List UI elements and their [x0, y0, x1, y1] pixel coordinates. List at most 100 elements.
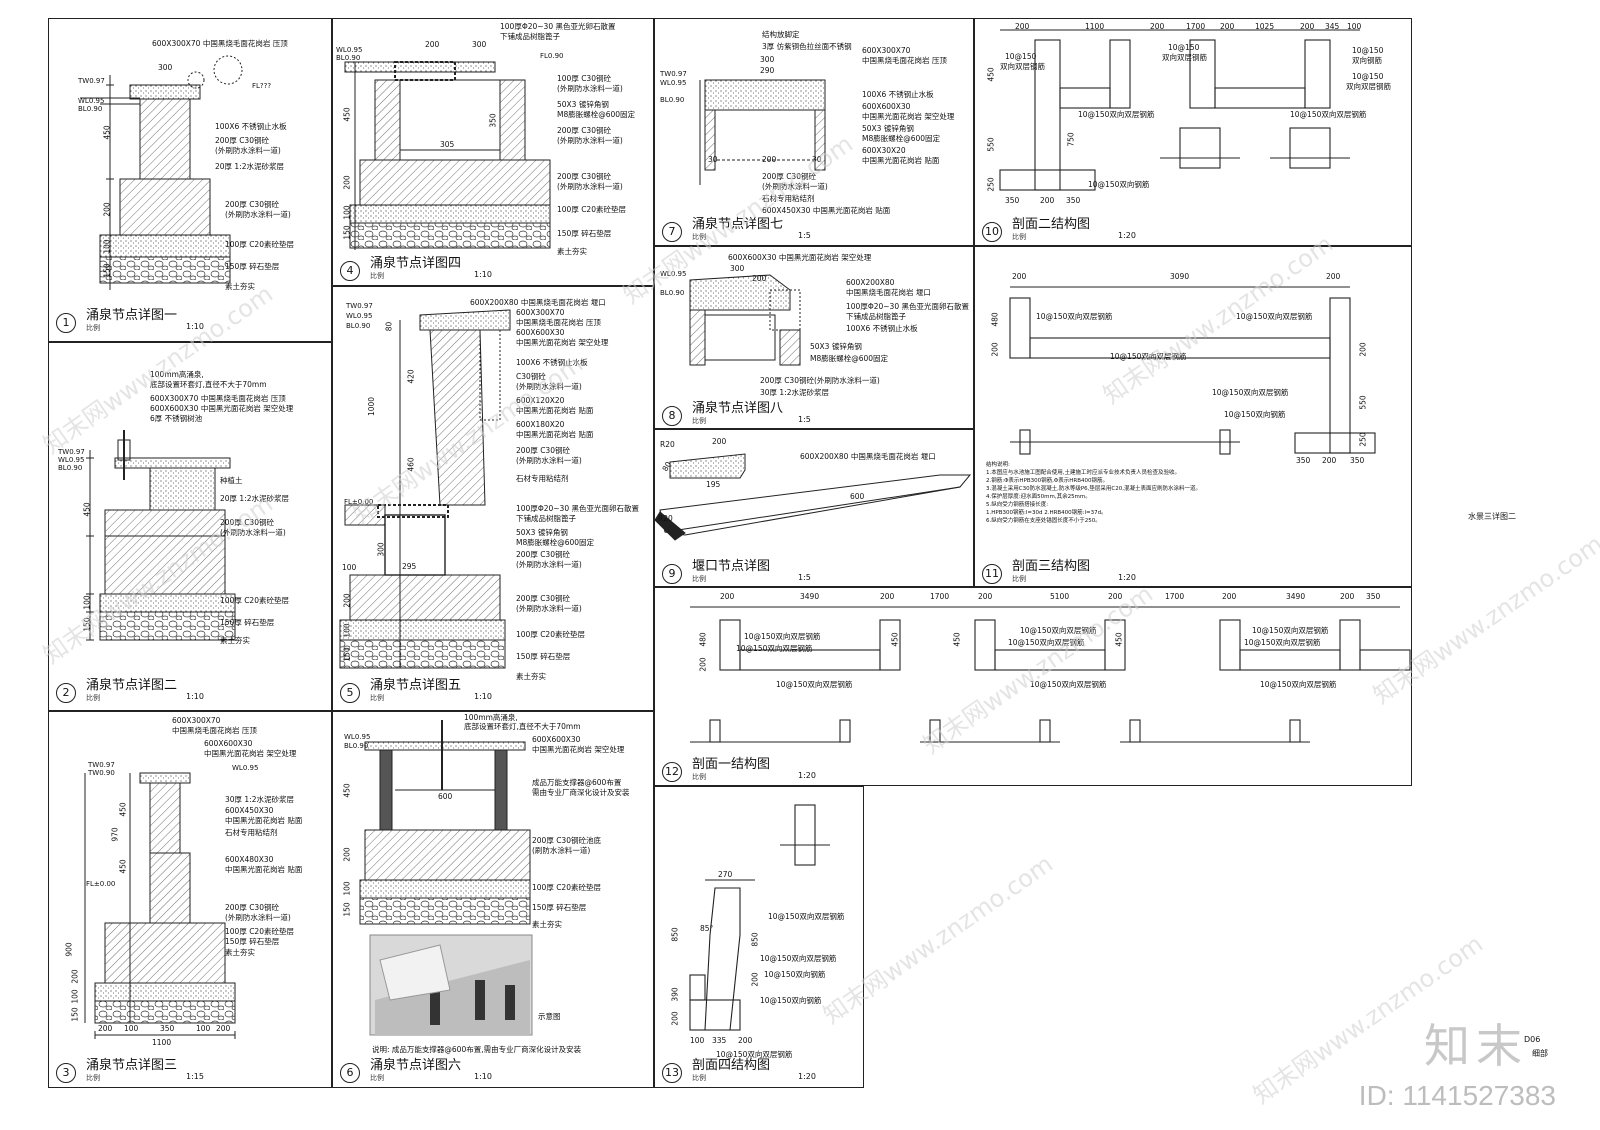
panel-1 [48, 18, 332, 342]
dimension: 550 [1358, 395, 1368, 410]
panel-7 [654, 18, 974, 246]
dimension: 450 [342, 107, 352, 122]
dimension: 290 [760, 66, 775, 75]
note: 600X300X70 [172, 716, 221, 725]
note: 600X600X30 [204, 739, 253, 748]
dimension: 100 [102, 239, 112, 254]
scale-value: 1:10 [474, 692, 492, 701]
note: 20厚 1:2水泥砂浆层 [215, 162, 284, 171]
dimension: 150 [342, 647, 352, 662]
dimension: 300 [376, 542, 386, 557]
level-tag: TW0.97 [346, 302, 373, 310]
dimension: 100 [342, 881, 352, 896]
level-tag: WL0.95 [336, 46, 363, 54]
note: 50X3 镀锌角钢 [810, 342, 862, 351]
dimension: 200 [98, 1024, 113, 1033]
dimension: 200 [1012, 272, 1027, 281]
dimension: 420 [406, 369, 416, 384]
scale-label: 比例 [86, 694, 100, 702]
dimension: 450 [342, 783, 352, 798]
level-tag: WL0.95 [660, 79, 687, 87]
dimension: 200 [1300, 22, 1315, 31]
note: M8膨胀螺栓@600固定 [862, 134, 941, 143]
dimension: 100 [1347, 22, 1362, 31]
note: 10@150双向双层钢筋 [1290, 110, 1367, 119]
level-tag: WL0.95 [344, 733, 371, 741]
structure-note: 结构说明: [986, 462, 1010, 468]
note: 10@150双向双层钢筋 [1244, 638, 1321, 647]
note: 600X30X20 [862, 146, 906, 155]
dimension: 100 [70, 989, 80, 1004]
note: 双向双层钢筋 [1000, 62, 1045, 71]
scale-value: 1:15 [186, 1072, 204, 1081]
dimension: 450 [986, 67, 996, 82]
dimension: 480 [698, 632, 708, 647]
note: 10@150双向双层钢筋 [1212, 388, 1289, 397]
dimension: 200 [750, 972, 760, 987]
scale-label: 比例 [1012, 233, 1026, 241]
sheet-code: D06 [1524, 1035, 1541, 1044]
note: 100厚 C20素砼垫层 [220, 596, 289, 605]
dimension: 200 [698, 657, 708, 672]
panel-number: 11 [982, 564, 1002, 584]
dimension: 30 [812, 155, 822, 164]
level-tag: FL??? [252, 82, 272, 90]
panel-title: 涌泉节点详图八 [692, 400, 784, 415]
panel-5 [332, 286, 654, 711]
note: 600X600X30 [862, 102, 911, 111]
dimension: 195 [706, 480, 721, 489]
panel-11 [974, 246, 1412, 587]
scale-label: 比例 [692, 233, 706, 241]
dimension: 335 [712, 1036, 727, 1045]
note: 下铺成品树脂篦子 [516, 514, 576, 523]
sheet-right-label: 水景三详图二 [1468, 512, 1516, 521]
structure-note: 2.钢筋:Φ表示HPB300钢筋,Φ表示HRB400钢筋。 [986, 478, 1108, 484]
dimension: 850 [750, 932, 760, 947]
dimension: 350 [1066, 196, 1081, 205]
note: M8膨胀螺栓@600固定 [810, 354, 889, 363]
dimension: 1700 [1186, 22, 1206, 31]
note: 200厚 C30钢砼(外刷防水涂料一道) [760, 376, 880, 385]
level-tag: TW0.97 [58, 448, 85, 456]
note: (刷防水涂料一道) [532, 846, 591, 855]
note: 10@150双向双层钢筋 [1030, 680, 1107, 689]
note: 100厚 C20素砼垫层 [557, 205, 626, 214]
dimension: 200 [1222, 592, 1237, 601]
id-label: ID: 1141527383 [1358, 1080, 1556, 1111]
dimension: 200 [1040, 196, 1055, 205]
note: 素土夯实 [225, 282, 255, 291]
note: 100X6 不锈钢止水板 [846, 324, 918, 333]
note: (外刷防水涂料一道) [557, 182, 623, 191]
dimension: 350 [1350, 456, 1365, 465]
dimension: 150 [102, 263, 112, 278]
dimension: 200 [738, 1036, 753, 1045]
note: 10@150 [1352, 72, 1384, 81]
note: 中国黑烧毛面花岗岩 压顶 [516, 318, 601, 327]
panel-number: 5 [340, 683, 360, 703]
level-tag: FL0.90 [540, 52, 564, 60]
note: 150厚 碎石垫层 [516, 652, 571, 661]
note: 600X600X30 中国黑光面花岗岩 架空处理 [150, 404, 294, 413]
panel-number: 8 [662, 406, 682, 426]
level-tag: FL±0.00 [344, 498, 374, 506]
note: 中国黑光面花岗岩 贴面 [225, 865, 303, 874]
note: 6厚 不锈钢树池 [150, 414, 203, 423]
dimension: 270 [718, 870, 733, 879]
panel-number: 4 [340, 261, 360, 281]
level-tag: BL0.90 [58, 464, 83, 472]
dimension: 850 [670, 927, 680, 942]
structure-note: 1.HPB300钢筋:l=30d 2.HRB400钢筋:l=37d。 [986, 510, 1107, 516]
note: 600X120X20 [516, 396, 565, 405]
note: 10@150 [1005, 52, 1037, 61]
dimension: 1100 [1085, 22, 1105, 31]
note: 素土夯实 [532, 920, 562, 929]
note: 10@150双向双层钢筋 [1236, 312, 1313, 321]
note: 成品万能支撑器@600布置 [532, 778, 622, 787]
panel-title: 涌泉节点详图七 [692, 216, 784, 231]
note: 100厚 C20素砼垫层 [225, 927, 294, 936]
level-tag: TW0.97 [78, 77, 105, 85]
scale-value: 1:10 [474, 270, 492, 279]
dimension: 200 [1340, 592, 1355, 601]
dimension: 3090 [1170, 272, 1190, 281]
